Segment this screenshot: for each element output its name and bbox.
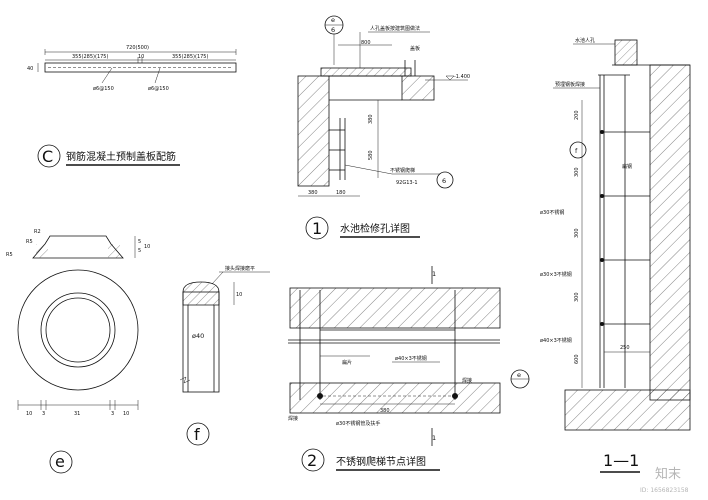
dim-600: 600	[574, 354, 580, 364]
note-lid: 盖板	[410, 45, 420, 52]
detail-1-marker: 1	[312, 219, 322, 238]
dim-5b: 5	[138, 248, 141, 254]
dim-bottom-right: 180	[336, 190, 346, 196]
note-ss-30x3: ø30×3不锈钢	[540, 271, 572, 278]
rebar-left-label: ø6@150	[93, 86, 114, 92]
detail-1-title: 水池检修孔详图	[340, 222, 410, 235]
dim-total: 720(500)	[126, 45, 149, 51]
watermark-text: 知末	[655, 466, 681, 482]
dim-right: 355(285)(175)	[172, 54, 208, 60]
dim-380: 380	[368, 114, 374, 124]
section-mark-top: 1	[432, 270, 436, 278]
section-title: 1—1	[603, 451, 639, 470]
std-marker: 6	[442, 177, 446, 185]
dim-b4: 3	[111, 411, 114, 417]
note-ss-30: ø30不锈钢	[540, 209, 564, 216]
ref-marker-bottom: 6	[331, 26, 335, 34]
note-cap: 接头焊接磨平	[225, 265, 255, 272]
dim-200: 200	[574, 110, 580, 120]
dim-b1: 10	[26, 411, 32, 417]
detail-e-ring: R2 R5 R5 5 5 10 10 3 31 3 10 e	[6, 229, 150, 474]
r2-label: R2	[34, 229, 41, 235]
note-rail: ø30不锈钢管及扶手	[336, 420, 380, 427]
dim-380-b: 380	[380, 408, 390, 414]
rebar-right-label: ø6@150	[148, 86, 169, 92]
dim-left: 355(285)(175)	[72, 54, 108, 60]
dim-5a: 5	[138, 239, 141, 245]
dim-580: 580	[368, 150, 374, 160]
note-embed-plate: 预埋钢板焊接	[555, 81, 585, 88]
level-label: -1.400	[454, 74, 470, 80]
dim-b3: 31	[74, 411, 80, 417]
dim-mid: 10	[138, 54, 144, 60]
dim-b2: 3	[42, 411, 45, 417]
dim-300b: 300	[574, 228, 580, 238]
ref-marker-top: e	[331, 16, 335, 24]
dim-cap-10: 10	[236, 292, 242, 298]
note-flat-plate: 扁片	[342, 359, 352, 366]
detail-2-marker: 2	[307, 451, 317, 470]
watermark-id: ID: 1656823158	[640, 487, 689, 494]
diameter-label: ø40	[192, 332, 204, 340]
r5b-label: R5	[6, 252, 13, 258]
section-mark-bottom: 1	[432, 434, 436, 442]
detail-c-title: 钢筋混凝土预制盖板配筋	[66, 150, 176, 163]
dim-thickness: 40	[27, 66, 33, 72]
note-manhole: 水池人孔	[575, 37, 595, 44]
dim-800: 800	[361, 40, 371, 46]
detail-c-slab: 720(500) 355(285)(175) 10 355(285)(175) …	[27, 45, 237, 168]
detail-f-marker: f	[194, 425, 200, 444]
dim-300c: 300	[574, 292, 580, 302]
note-weld-left: 焊接	[288, 415, 298, 422]
detail-f-cap: 接头焊接磨平 10 ø40 f	[179, 265, 270, 446]
ref-marker-e: e	[517, 371, 521, 379]
r5a-label: R5	[26, 239, 33, 245]
note-ladder: 不锈钢爬梯	[390, 167, 415, 174]
dim-300a: 300	[574, 167, 580, 177]
ref-f-marker: f	[575, 147, 578, 155]
note-top: 人孔盖板按建筑图做法	[370, 25, 420, 32]
dim-10: 10	[144, 244, 150, 250]
note-pipe-40: ø40×3不锈钢	[395, 355, 427, 362]
detail-2-node: 1 扁片 ø40×3不锈钢 焊接 e 焊接 380 ø30不锈钢管及扶手 1 2…	[288, 266, 530, 472]
watermark: 知末 ID: 1656823158	[640, 466, 689, 494]
note-weld: 焊接	[462, 377, 472, 384]
detail-1-manhole: e 6 人孔盖板按建筑图做法 800 盖板 -1.400 380 580 不锈钢…	[297, 15, 470, 240]
dim-250: 250	[620, 345, 630, 351]
dim-bottom-left: 380	[308, 190, 318, 196]
detail-e-marker: e	[55, 452, 65, 471]
note-flat-steel: 扁钢	[622, 163, 632, 170]
dim-b5: 10	[123, 411, 129, 417]
detail-2-title: 不锈钢爬梯节点详图	[336, 455, 426, 468]
note-ss-40x3: ø40×3不锈钢	[540, 337, 572, 344]
detail-c-marker: C	[42, 147, 53, 166]
std-ref: 92G13-1	[396, 180, 418, 186]
detail-1-1-section: 水池人孔 预埋钢板焊接 f 200 300 300 300 600 扁钢 ø30…	[540, 37, 691, 473]
